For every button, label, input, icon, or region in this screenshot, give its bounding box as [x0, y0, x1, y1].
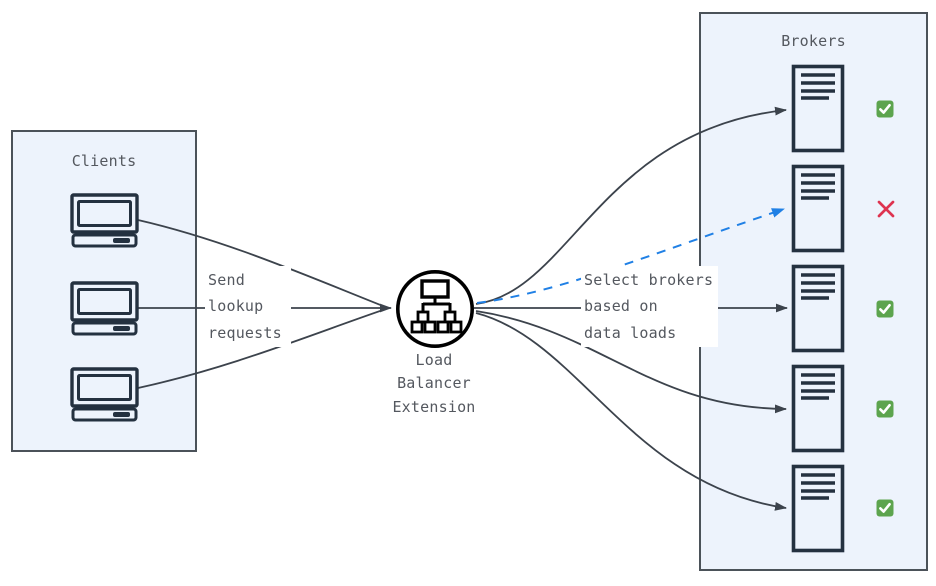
broker5-status [876, 499, 896, 519]
client-computer-icon [70, 193, 139, 248]
broker-server-icon [791, 364, 845, 453]
check-icon [876, 100, 894, 118]
broker-server-icon [791, 164, 845, 253]
send-label-line1: Send [208, 271, 245, 289]
select-brokers-label: Select brokers based on data loads [581, 266, 718, 348]
edge-client3-lb [137, 309, 384, 389]
client-computer-icon [70, 367, 139, 422]
x-icon [877, 200, 895, 218]
load-balancer-label: Load Balancer Extension [354, 349, 514, 419]
edge-lb-broker4 [475, 310, 787, 414]
select-label-line1: Select brokers [584, 271, 714, 289]
broker-server-icon [791, 64, 845, 153]
edge-lb-broker5 [475, 312, 787, 511]
load-balancer-label-line2: Balancer [397, 374, 471, 393]
broker1-status [876, 100, 896, 120]
select-label-line2: based on [584, 297, 658, 316]
sitemap-icon [410, 279, 463, 334]
send-label-line2: lookup [208, 297, 264, 316]
broker-server-icon [791, 264, 845, 353]
broker3-status [876, 300, 896, 320]
load-balancer-icon [395, 269, 475, 349]
broker-server-icon [791, 464, 845, 553]
broker2-status [876, 199, 896, 219]
client-computer-icon [70, 281, 139, 336]
brokers-box-title: Brokers [781, 32, 846, 50]
send-label-line3: requests [208, 323, 282, 342]
check-icon [876, 300, 894, 318]
edge-client1-lb [137, 219, 384, 307]
select-label-line3: data loads [584, 323, 677, 342]
load-balancer-label-line1: Load [415, 351, 453, 369]
check-icon [876, 400, 894, 418]
edge-lb-broker1 [475, 106, 787, 305]
load-balancer-label-line3: Extension [392, 397, 476, 416]
check-icon [876, 499, 894, 517]
send-lookup-requests-label: Send lookup requests [205, 266, 291, 348]
clients-box-title: Clients [71, 152, 137, 170]
broker4-status [876, 400, 896, 420]
